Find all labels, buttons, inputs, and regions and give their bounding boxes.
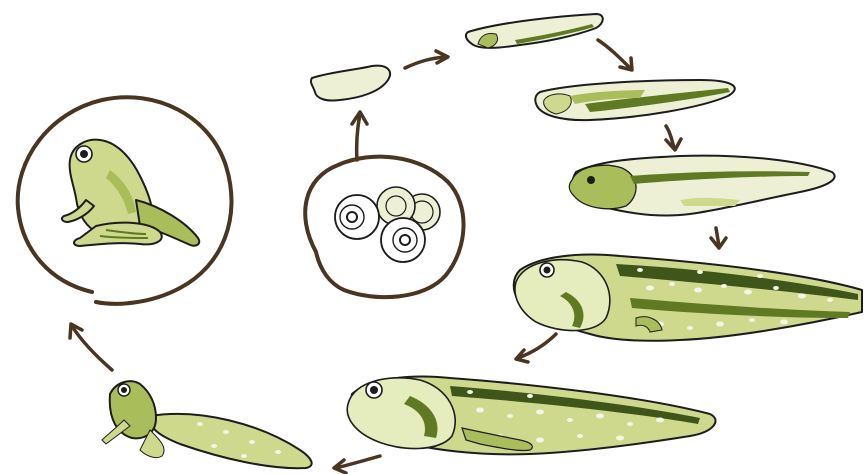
larger-tadpole-stage [514,255,862,341]
embryo-icon [311,66,390,101]
frog-icon [62,140,199,246]
froglet-stage [102,381,312,468]
arrow-embryo-to-hatchling [405,51,448,68]
legged-tadpole-stage [347,377,715,455]
arrow-eggs-to-embryo [352,112,367,160]
finned-tadpole-stage [569,156,834,216]
egg-stage [305,157,463,297]
embryo-stage [311,66,390,101]
hatchling-stage [466,14,603,48]
froglet-tail [150,414,312,468]
arrow-young-to-gilled-tadpole [666,126,681,150]
frog-eggs-icon [335,187,440,262]
arrow-legged-tadpole-to-froglet [334,456,380,473]
arrow-froglet-to-adult [70,324,112,370]
arrow-larger-to-legged-tadpole [516,334,556,362]
arrow-hatchling-to-young-tadpole [598,40,632,70]
arrow-finned-to-larger-tadpole [711,228,726,248]
young-tadpole-stage [535,80,734,120]
adult-frog-stage [18,97,232,304]
